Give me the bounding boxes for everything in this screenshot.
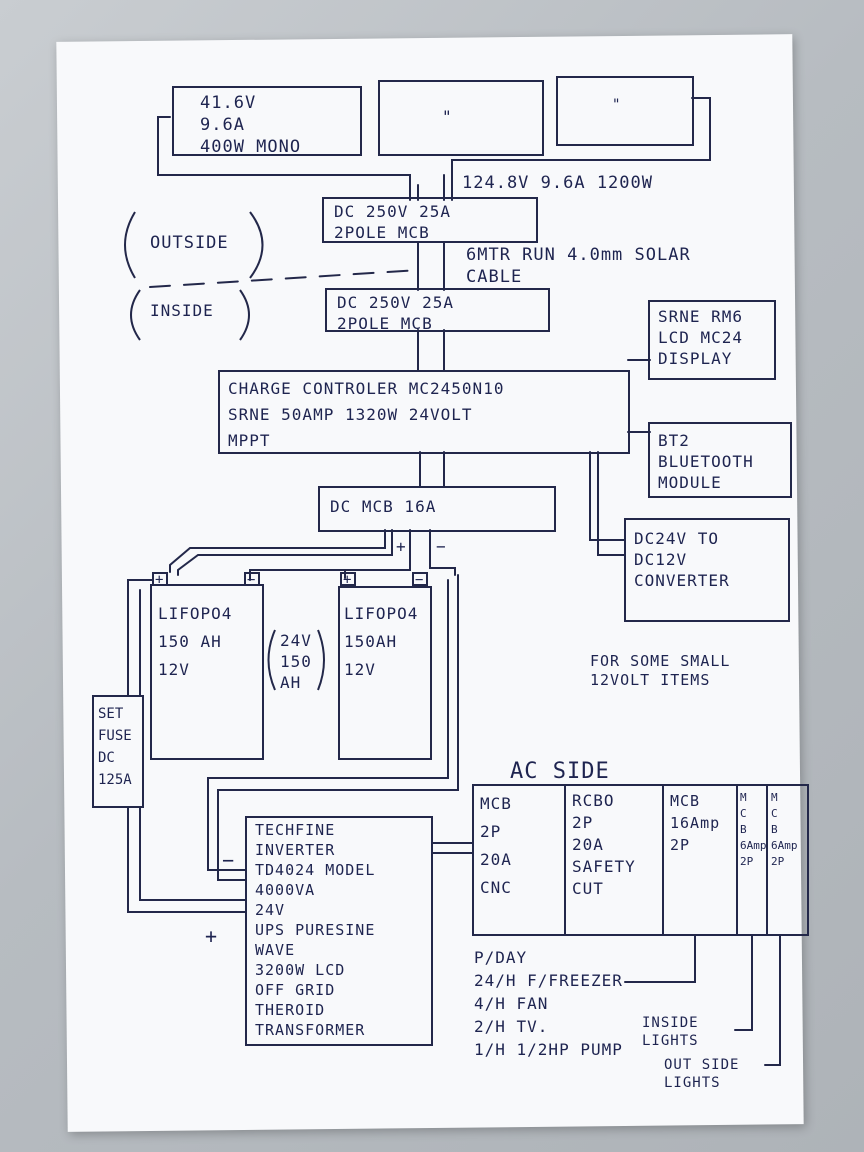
solar-panel-2: "	[378, 80, 544, 156]
ac-breaker-mcb-6a-outside-label: M C B 6Amp 2P	[771, 791, 798, 868]
load-list: P/DAY 24/H F/FREEZER 4/H FAN 2/H TV. 1/H…	[474, 948, 623, 1059]
bluetooth-module: BT2 BLUETOOTH MODULE	[648, 422, 792, 498]
display-module: SRNE RM6 LCD MC24 DISPLAY	[648, 300, 776, 380]
battery-1-minus-sign: −	[247, 572, 257, 588]
inverter-minus-label: −	[222, 848, 236, 872]
battery-1-positive-terminal: +	[152, 572, 168, 588]
dc-mcb-16a-label: DC MCB 16A	[330, 497, 437, 516]
solar-panel-3: "	[556, 76, 694, 146]
ac-breaker-mcb-20a: MCB 2P 20A CNC	[474, 786, 566, 934]
charge-controller-label: CHARGE CONTROLER MC2450N10 SRNE 50AMP 13…	[228, 379, 505, 450]
array-rating-label: 124.8V 9.6A 1200W	[462, 173, 653, 193]
dc-mcb-minus-label: −	[436, 537, 447, 556]
battery-2-positive-terminal: +	[340, 572, 356, 588]
battery-2-plus-sign: +	[343, 572, 353, 588]
ac-breaker-mcb-6a-inside: M C B 6Amp 2P	[738, 786, 768, 934]
solar-panel-1-specs: 41.6V 9.6A 400W MONO	[200, 93, 302, 157]
solar-panel-3-ditto: "	[612, 97, 622, 113]
ac-side-title: AC SIDE	[510, 759, 610, 784]
battery-2-negative-terminal: −	[412, 572, 428, 588]
battery-1-label: LIFOPO4 150 AH 12V	[158, 604, 233, 679]
bluetooth-module-label: BT2 BLUETOOTH MODULE	[658, 431, 754, 492]
dc-mcb-plus-label: +	[396, 537, 407, 556]
ac-breaker-mcb-6a-outside: M C B 6Amp 2P	[768, 786, 807, 934]
outside-dc-mcb-label: DC 250V 25A 2POLE MCB	[334, 202, 451, 242]
solar-panel-1: 41.6V 9.6A 400W MONO	[172, 86, 362, 157]
battery-1-plus-sign: +	[155, 572, 165, 588]
ac-breaker-mcb-20a-label: MCB 2P 20A CNC	[480, 794, 512, 897]
ac-breaker-rcbo-20a: RCBO 2P 20A SAFETY CUT	[566, 786, 664, 934]
charge-controller: CHARGE CONTROLER MC2450N10 SRNE 50AMP 13…	[218, 370, 630, 454]
cable-run-label: 6MTR RUN 4.0mm SOLAR CABLE	[466, 245, 691, 287]
battery-1-negative-terminal: −	[244, 572, 260, 588]
inverter: TECHFINE INVERTER TD4024 MODEL 4000VA 24…	[245, 816, 433, 1046]
ac-breaker-mcb-16a-label: MCB 16Amp 2P	[670, 792, 721, 854]
inverter-label: TECHFINE INVERTER TD4024 MODEL 4000VA 24…	[255, 821, 376, 1039]
dc-fuse: SET FUSE DC 125A	[92, 695, 144, 808]
battery-bank-label: 24V 150 AH	[280, 631, 312, 692]
battery-1: LIFOPO4 150 AH 12V	[150, 584, 264, 760]
solar-panel-2-ditto: "	[442, 107, 453, 126]
ac-distribution-board: MCB 2P 20A CNC RCBO 2P 20A SAFETY CUT MC…	[472, 784, 809, 936]
ac-breaker-mcb-16a: MCB 16Amp 2P	[664, 786, 738, 934]
dc-fuse-label: SET FUSE DC 125A	[98, 706, 132, 788]
ac-breaker-rcbo-20a-label: RCBO 2P 20A SAFETY CUT	[572, 791, 636, 898]
battery-2: LIFOPO4 150AH 12V	[338, 586, 432, 760]
outside-lights-label: OUT SIDE LIGHTS	[664, 1057, 740, 1091]
inside-dc-mcb-label: DC 250V 25A 2POLE MCB	[337, 293, 454, 333]
dc-mcb-16a: DC MCB 16A	[318, 486, 556, 532]
dc-converter: DC24V TO DC12V CONVERTER	[624, 518, 790, 622]
dc-converter-label: DC24V TO DC12V CONVERTER	[634, 529, 730, 590]
display-module-label: SRNE RM6 LCD MC24 DISPLAY	[658, 307, 744, 368]
ac-breaker-mcb-6a-inside-label: M C B 6Amp 2P	[740, 791, 767, 868]
inverter-plus-label: +	[205, 924, 219, 948]
outside-dc-mcb: DC 250V 25A 2POLE MCB	[322, 197, 538, 243]
inside-dc-mcb: DC 250V 25A 2POLE MCB	[325, 288, 550, 333]
inside-label: INSIDE	[150, 301, 214, 320]
battery-2-minus-sign: −	[415, 572, 425, 588]
inside-lights-label: INSIDE LIGHTS	[642, 1015, 699, 1049]
outside-label: OUTSIDE	[150, 233, 229, 253]
converter-note: FOR SOME SMALL 12VOLT ITEMS	[590, 652, 731, 689]
battery-2-label: LIFOPO4 150AH 12V	[344, 604, 419, 679]
